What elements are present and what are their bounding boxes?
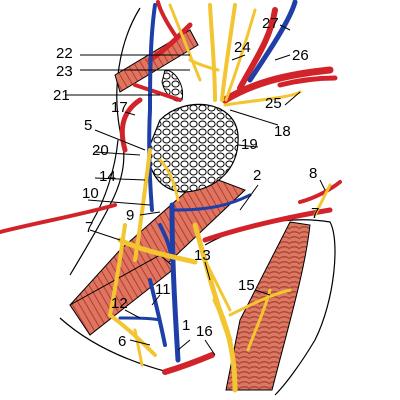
veins bbox=[118, 0, 298, 363]
arteries bbox=[0, 0, 342, 375]
label-7-left: 7 bbox=[85, 219, 93, 236]
label-19: 19 bbox=[241, 136, 258, 153]
label-24: 24 bbox=[234, 39, 251, 56]
label-9: 9 bbox=[126, 207, 134, 224]
label-25: 25 bbox=[265, 95, 282, 112]
label-18: 18 bbox=[274, 123, 291, 140]
label-15: 15 bbox=[238, 277, 255, 294]
label-10: 10 bbox=[82, 185, 99, 202]
label-22: 22 bbox=[56, 45, 73, 62]
label-5: 5 bbox=[84, 117, 92, 134]
label-20: 20 bbox=[92, 142, 109, 159]
trapezius-muscle bbox=[225, 221, 311, 391]
neck-outline bbox=[69, 7, 141, 276]
label-23: 23 bbox=[56, 63, 73, 80]
label-7-right: 7 bbox=[311, 205, 319, 222]
leader-lines bbox=[65, 24, 326, 356]
label-6: 6 bbox=[118, 333, 126, 350]
label-13: 13 bbox=[194, 247, 211, 264]
label-8: 8 bbox=[309, 165, 317, 182]
label-12: 12 bbox=[111, 295, 128, 312]
label-1: 1 bbox=[182, 317, 190, 334]
label-14: 14 bbox=[99, 168, 116, 185]
chest-outline bbox=[59, 317, 169, 373]
label-26: 26 bbox=[292, 47, 309, 64]
label-2: 2 bbox=[253, 167, 261, 184]
digastric-muscle bbox=[114, 29, 199, 93]
number-labels: 1 2 5 6 7 7 8 9 10 11 12 13 14 15 16 17 … bbox=[53, 15, 319, 350]
nerves bbox=[108, 3, 332, 393]
label-17: 17 bbox=[111, 99, 128, 116]
label-21: 21 bbox=[53, 87, 70, 104]
label-27: 27 bbox=[262, 15, 279, 32]
lymph-node-cluster bbox=[148, 103, 239, 193]
label-16: 16 bbox=[196, 323, 213, 340]
label-11: 11 bbox=[155, 281, 171, 298]
